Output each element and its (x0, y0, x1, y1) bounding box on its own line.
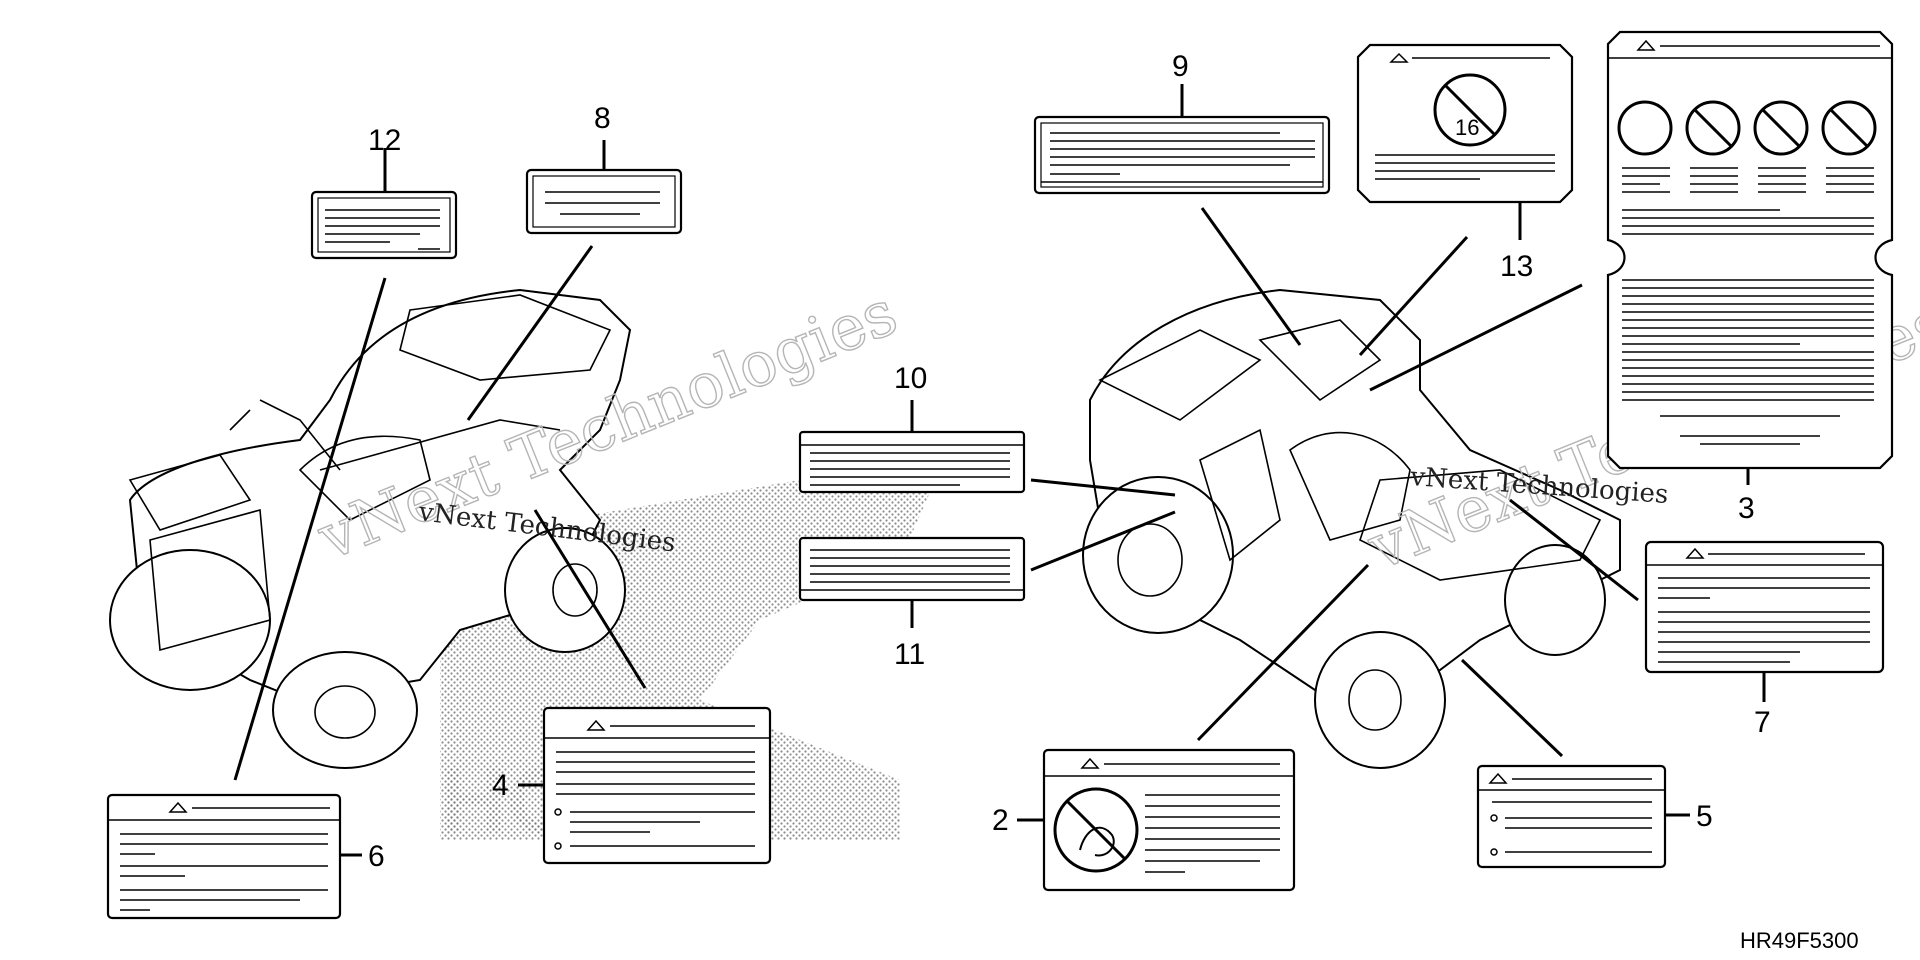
label-5-decal (1476, 764, 1690, 869)
part-number-6: 6 (368, 840, 385, 873)
part-number-10: 10 (894, 362, 927, 395)
label-2-decal (1017, 748, 1296, 892)
atv-front-view (109, 288, 632, 769)
label-11-decal (798, 536, 1026, 628)
label-7-decal (1644, 540, 1885, 702)
label-12-decal (310, 148, 458, 260)
label-13-decal: 16 (1356, 43, 1574, 240)
label-10-decal (798, 400, 1026, 494)
part-number-11: 11 (894, 638, 925, 671)
leader-lines (233, 207, 1639, 781)
label-4-decal (518, 706, 772, 865)
part-number-13: 13 (1500, 250, 1533, 283)
decal-13-age-number: 16 (1455, 115, 1479, 140)
part-number-8: 8 (594, 102, 611, 135)
part-number-5: 5 (1696, 800, 1713, 833)
part-number-4: 4 (492, 769, 509, 802)
drawing-code: HR49F5300 (1740, 928, 1859, 953)
part-number-7: 7 (1754, 706, 1771, 739)
part-number-12: 12 (368, 124, 401, 157)
part-number-3: 3 (1738, 492, 1755, 525)
part-number-2: 2 (992, 804, 1009, 837)
label-8-decal (525, 140, 683, 235)
label-3-decal (1606, 30, 1894, 485)
part-number-9: 9 (1172, 50, 1189, 83)
label-9-decal (1033, 84, 1331, 195)
label-6-decal (106, 793, 362, 920)
atv-rear-view (1082, 288, 1621, 769)
